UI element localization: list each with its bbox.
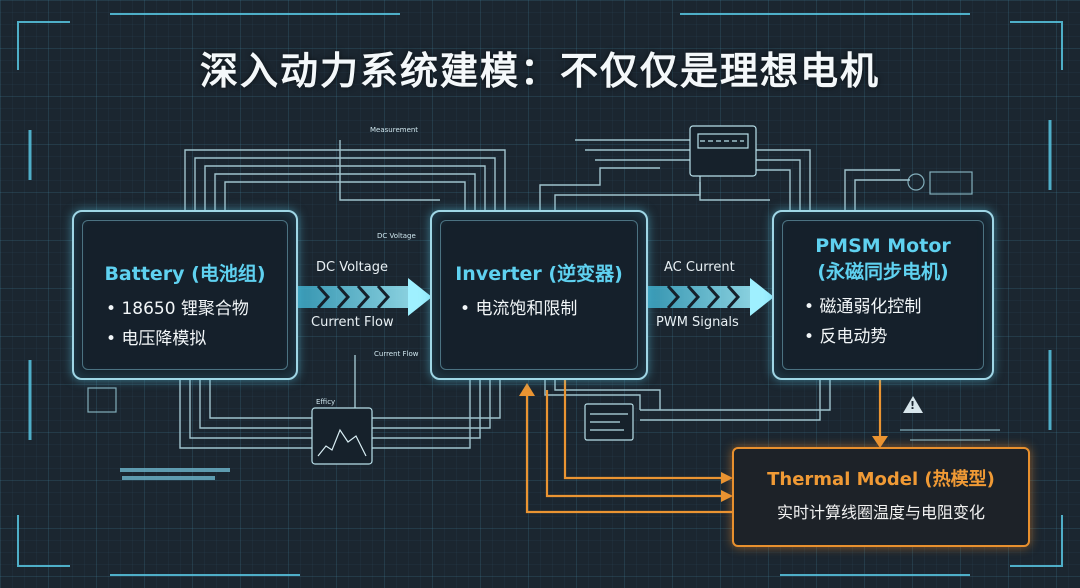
label-ac-current: AC Current <box>664 260 735 275</box>
side-decorations <box>87 171 1000 480</box>
label-current-flow-small: Current Flow <box>374 350 419 358</box>
thermal-arrowheads <box>519 383 888 502</box>
arrow-inverter-to-motor <box>648 278 774 316</box>
battery-block: Battery (电池组) 18650 锂聚合物 电压降模拟 <box>72 210 298 380</box>
warning-icon <box>903 396 923 413</box>
thermal-description: 实时计算线圈温度与电阻变化 <box>776 503 985 522</box>
inverter-bullet-list: 电流饱和限制 <box>460 294 577 324</box>
label-efficiency: Efficy <box>316 398 336 406</box>
label-current-flow: Current Flow <box>311 315 394 330</box>
motor-title-line1: PMSM Motor <box>815 235 951 257</box>
label-measurement: Measurement <box>370 126 419 134</box>
battery-title: Battery (电池组) <box>104 263 266 285</box>
inverter-bullet: 电流饱和限制 <box>460 294 577 324</box>
arrow-battery-to-inverter <box>298 278 432 316</box>
efficiency-scope <box>311 407 373 465</box>
motor-bullet: 反电动势 <box>804 322 921 352</box>
motor-bullet: 磁通弱化控制 <box>804 292 921 322</box>
measurement-instrument <box>689 125 757 177</box>
motor-title-line2: (永磁同步电机) <box>817 261 949 283</box>
wires-inverter-motor <box>539 139 910 421</box>
motor-block: PMSM Motor (永磁同步电机) 磁通弱化控制 反电动势 <box>772 210 994 380</box>
lower-wires-battery-inverter <box>179 355 501 449</box>
battery-bullet: 电压降模拟 <box>106 324 249 354</box>
thermal-arrows <box>525 378 882 514</box>
page-title: 深入动力系统建模：不仅仅是理想电机 <box>199 49 880 93</box>
hud-frame <box>17 13 1063 576</box>
upper-wires-battery-inverter <box>184 140 506 212</box>
data-module <box>584 403 634 441</box>
battery-bullet: 18650 锂聚合物 <box>106 294 248 324</box>
motor-bullet-list: 磁通弱化控制 反电动势 <box>804 292 921 352</box>
inverter-title: Inverter (逆变器) <box>455 263 623 285</box>
inverter-block: Inverter (逆变器) 电流饱和限制 <box>430 210 648 380</box>
thermal-model-block: Thermal Model (热模型) 实时计算线圈温度与电阻变化 <box>732 447 1030 547</box>
label-pwm-signals: PWM Signals <box>656 315 739 330</box>
thermal-title: Thermal Model (热模型) <box>767 469 995 490</box>
label-dc-voltage-small: DC Voltage <box>377 232 416 240</box>
label-dc-voltage: DC Voltage <box>316 260 388 275</box>
battery-bullet-list: 18650 锂聚合物 电压降模拟 <box>106 294 249 354</box>
